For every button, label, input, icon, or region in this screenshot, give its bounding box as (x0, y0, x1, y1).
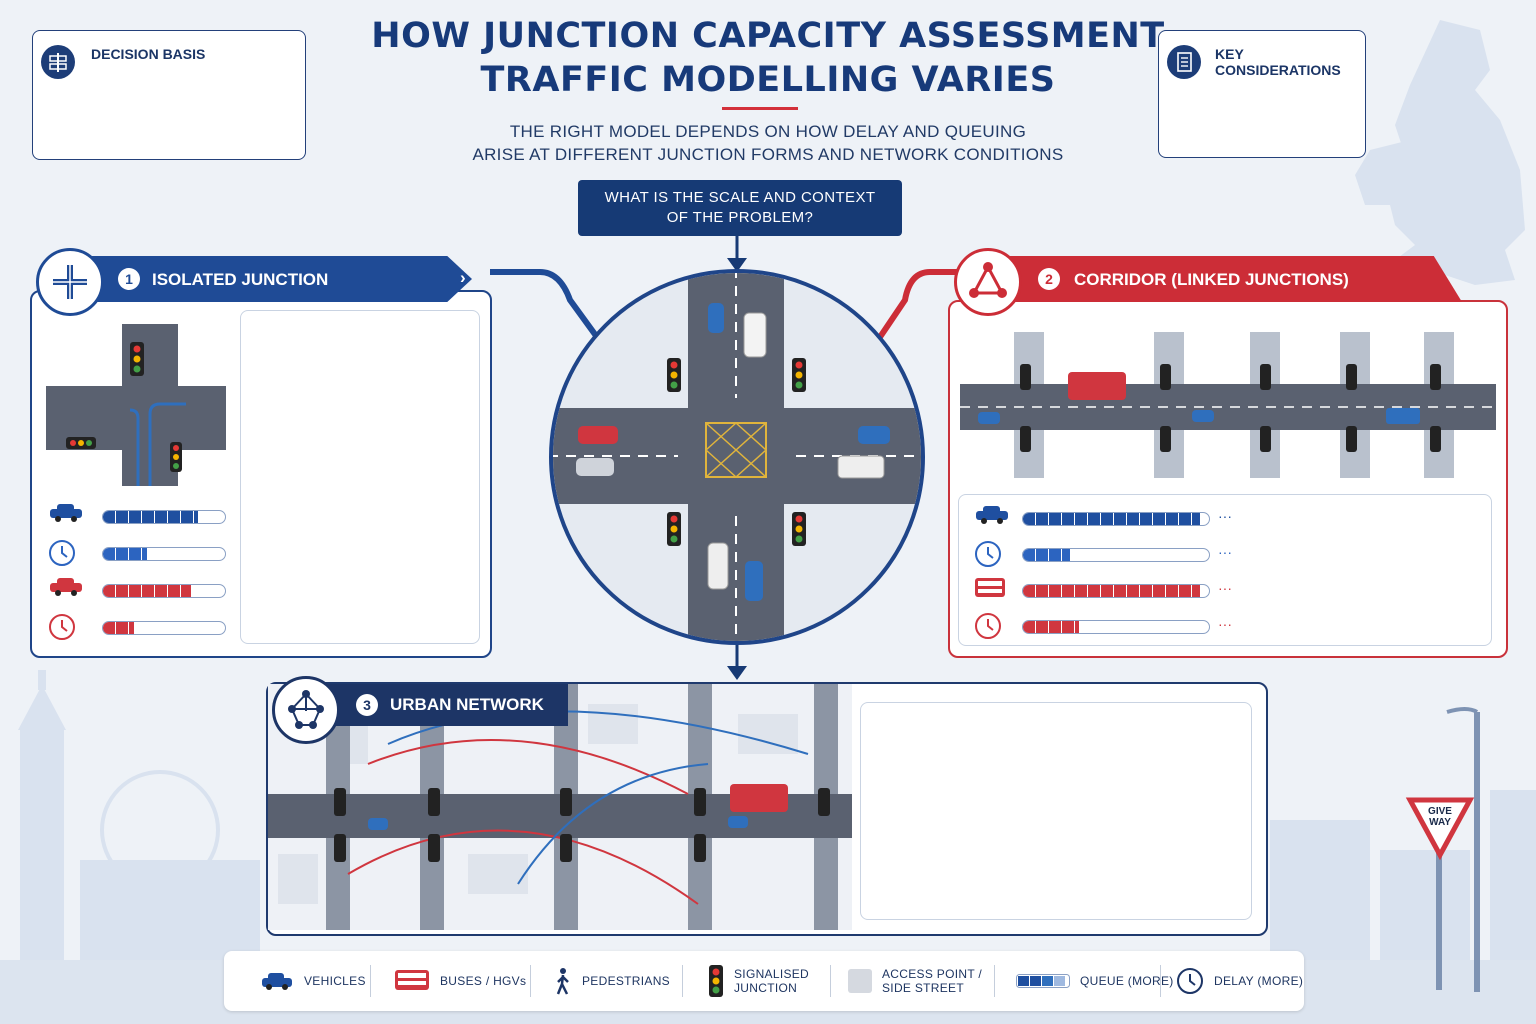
vehicle (1386, 408, 1420, 424)
decision-basis-card: DECISION BASIS (32, 30, 306, 160)
vehicle (837, 455, 885, 479)
access-point-icon (848, 969, 872, 993)
clock-icon (1177, 968, 1203, 994)
panel-title: ISOLATED JUNCTION (152, 270, 329, 289)
isolated-junction-header: 1 ISOLATED JUNCTION › (60, 256, 472, 302)
more-indicator: ··· (1218, 616, 1232, 632)
clock-icon (48, 539, 76, 572)
urban-network-notes (860, 702, 1252, 920)
uk-map-silhouette (1375, 20, 1525, 290)
clock-icon (48, 613, 76, 646)
queue-bar (1022, 512, 1210, 526)
vehicle (578, 426, 618, 444)
title-underline (722, 107, 798, 110)
queue-bar (102, 510, 226, 524)
queue-bar (102, 621, 226, 635)
panel-number: 2 (1038, 268, 1060, 290)
more-indicator: ··· (1218, 544, 1232, 560)
linked-nodes-icon (954, 248, 1022, 316)
vehicle (978, 412, 1000, 424)
queue-bar (1022, 584, 1210, 598)
chevron-right-icon: › (460, 268, 466, 287)
legend-item: BUSES / HGVs (394, 951, 526, 1011)
network-graph-icon (272, 676, 340, 744)
pedestrian-icon (556, 968, 569, 995)
car-icon (974, 504, 1010, 529)
vehicle (743, 312, 767, 358)
vehicle (368, 818, 388, 830)
page-title: HOW JUNCTION CAPACITY ASSESSMENT TRAFFIC… (371, 16, 1165, 100)
queue-bar-icon (1016, 974, 1070, 988)
legend-item: ACCESS POINT /SIDE STREET (848, 951, 982, 1011)
vehicle (728, 816, 748, 828)
clock-icon (974, 612, 1002, 645)
key-considerations-card: KEY CONSIDERATIONS (1158, 30, 1366, 158)
clipboard-checklist-icon (1167, 45, 1201, 79)
isolated-junction-illustration (46, 324, 226, 486)
bus (1068, 372, 1126, 400)
car-icon (262, 973, 292, 990)
signpost-icon (41, 45, 75, 79)
more-indicator: ··· (1218, 508, 1232, 524)
queue-bar (1022, 548, 1210, 562)
key-considerations-label: KEY CONSIDERATIONS (1215, 46, 1341, 78)
panel-number: 1 (118, 268, 140, 290)
page-subtitle: THE RIGHT MODEL DEPENDS ON HOW DELAY AND… (472, 122, 1064, 164)
legend-divider (830, 965, 831, 997)
vehicle (1192, 410, 1214, 422)
queue-bar (1022, 620, 1210, 634)
legend-item: DELAY (MORE) (1176, 951, 1303, 1011)
central-junction-illustration (549, 269, 925, 645)
legend-label: ACCESS POINT /SIDE STREET (882, 967, 983, 995)
car-icon (48, 502, 84, 527)
legend-label: VEHICLES (304, 974, 366, 988)
legend-divider (370, 965, 371, 997)
queue-bar (102, 547, 226, 561)
decision-basis-label: DECISION BASIS (91, 46, 206, 62)
legend-item: VEHICLES (260, 951, 366, 1011)
urban-network-header: 3 URBAN NETWORK (300, 684, 568, 726)
more-indicator: ··· (1218, 580, 1232, 596)
legend-label: DELAY (MORE) (1214, 974, 1304, 988)
legend-divider (530, 965, 531, 997)
legend-bar: VEHICLES BUSES / HGVs PEDESTRIANS SIGNAL… (224, 951, 1304, 1011)
queue-bar (102, 584, 226, 598)
vehicle (745, 561, 763, 601)
legend-item: QUEUE (MORE) (1016, 951, 1174, 1011)
legend-label: QUEUE (MORE) (1080, 974, 1174, 988)
bus (730, 784, 788, 812)
vehicle (707, 542, 729, 590)
vehicle (858, 426, 890, 444)
corridor-header: 2 CORRIDOR (LINKED JUNCTIONS) (992, 256, 1462, 302)
vehicle (708, 303, 724, 333)
isolated-junction-notes (240, 310, 480, 644)
bus-icon (974, 576, 1006, 605)
bus-icon (395, 970, 429, 990)
panel-title: CORRIDOR (LINKED JUNCTIONS) (1074, 270, 1349, 289)
car-icon (48, 576, 84, 601)
panel-number: 3 (356, 694, 378, 716)
legend-divider (682, 965, 683, 997)
legend-divider (1160, 965, 1161, 997)
legend-divider (994, 965, 995, 997)
legend-label: PEDESTRIANS (582, 974, 670, 988)
vehicle (576, 458, 614, 476)
corridor-illustration (960, 332, 1496, 478)
clock-icon (974, 540, 1002, 573)
legend-item: PEDESTRIANS (554, 951, 670, 1011)
crossroads-icon (36, 248, 104, 316)
traffic-light-icon (709, 965, 723, 997)
panel-title: URBAN NETWORK (390, 695, 544, 714)
legend-label: BUSES / HGVs (440, 974, 527, 988)
give-way-sign (1405, 797, 1475, 861)
scale-context-question: WHAT IS THE SCALE AND CONTEXT OF THE PRO… (578, 180, 902, 236)
